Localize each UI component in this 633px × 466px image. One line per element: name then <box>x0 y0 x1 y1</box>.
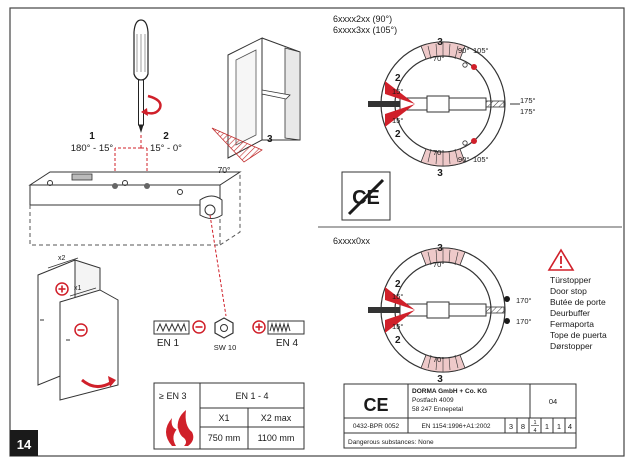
dial-bot-step2-bot: 2 <box>395 335 401 346</box>
plus-icon <box>55 282 69 296</box>
ce-class-4: 1 <box>545 422 549 431</box>
term-fr: Butée de porte <box>550 297 606 307</box>
step-1-range: 180° - 15° <box>71 143 114 154</box>
fire-en3-label: ≥ EN 3 <box>159 391 186 401</box>
dial-top-15-top: 15° <box>392 87 403 96</box>
adjustment-dial-top <box>368 41 520 167</box>
term-it: Fermaporta <box>550 319 594 329</box>
ce-class-2: 8 <box>521 422 525 431</box>
term-nl: Deurbuffer <box>550 308 590 318</box>
dial-top-175-b: 175° <box>520 107 536 116</box>
screwdriver-icon <box>133 19 149 133</box>
dial-top-step2-bot: 2 <box>395 129 401 140</box>
dial-top-70-top: 70° <box>433 54 444 63</box>
dial-bot-15-bot: 15° <box>392 322 403 331</box>
dial-bot-step3-top: 3 <box>437 243 443 254</box>
dial-top-105-bot: 105° <box>473 155 489 164</box>
no-ce-icon: CE <box>341 171 391 221</box>
x2-label: x2 <box>58 255 66 262</box>
term-en: Door stop <box>550 286 587 296</box>
dial-bot-15-top: 15° <box>392 292 403 301</box>
dial-top-90-top: 90° <box>458 46 469 55</box>
en1-label: EN 1 <box>157 338 180 349</box>
page-number-badge <box>10 430 38 456</box>
ce-standard: EN 1154:1996+A1:2002 <box>421 423 490 430</box>
step-3-angle: 70° <box>218 165 231 175</box>
dial-top-175-a: 175° <box>520 96 536 105</box>
warning-icon <box>547 248 575 271</box>
door-stop-terms: Türstopper Door stop Butée de porte Deur… <box>550 275 607 351</box>
ce-class-3b: 4 <box>533 428 536 434</box>
en4-label: EN 4 <box>276 338 299 349</box>
x1-label: x1 <box>74 285 82 292</box>
ce-class-5: 1 <box>557 422 561 431</box>
sw10-label: SW 10 <box>214 343 237 352</box>
sw10-leader <box>209 214 227 317</box>
ce-addr1: Postfach 4009 <box>412 397 454 404</box>
ce-year: 04 <box>549 397 557 406</box>
dial-top-step3-bot: 3 <box>437 168 443 179</box>
dial-top-step2-top: 2 <box>395 73 401 84</box>
fire-val-x2: 1100 mm <box>258 433 295 443</box>
dial-bot-170-a: 170° <box>516 296 532 305</box>
fire-range-label: EN 1 - 4 <box>235 391 268 401</box>
term-es: Tope de puerta <box>550 330 607 340</box>
fire-val-x1: 750 mm <box>208 433 241 443</box>
ce-dangerous: Dangerous substances: None <box>348 439 434 446</box>
door-swing-diagram <box>211 37 301 163</box>
term-de: Türstopper <box>550 275 591 285</box>
page-frame <box>9 7 625 457</box>
minus-icon <box>74 323 88 337</box>
swing-arrow-icon <box>81 376 116 388</box>
dial-top-70-bot: 70° <box>433 148 444 157</box>
dial-bot-step3-bot: 3 <box>437 374 443 385</box>
dial-top-105-top: 105° <box>473 46 489 55</box>
term-da: Dørstopper <box>550 341 593 351</box>
step-3-number: 3 <box>267 134 273 145</box>
spring-strength-en1 <box>153 320 190 335</box>
ce-mark: CE <box>363 395 388 415</box>
door-closer-body <box>28 171 242 246</box>
fire-rating-table <box>153 382 305 450</box>
minus-icon-en1 <box>192 320 206 334</box>
model-90-label: 6xxxx2xx (90°) <box>333 14 392 24</box>
spring-strength-en4 <box>267 320 305 335</box>
step-2-number: 2 <box>163 131 169 142</box>
dial-top-90-bot: 90° <box>458 155 469 164</box>
ce-label-box <box>343 383 577 449</box>
step-2-range: 15° - 0° <box>150 143 182 154</box>
adjustment-dial-bottom <box>368 247 510 373</box>
dial-top-step3-top: 3 <box>437 37 443 48</box>
ce-class-6: 4 <box>568 422 572 431</box>
ce-company: DORMA GmbH + Co. KG <box>412 388 487 395</box>
dial-top-15-bot: 15° <box>392 116 403 125</box>
model-105-label: 6xxxx3xx (105°) <box>333 25 397 35</box>
fire-col-x1: X1 <box>218 413 229 423</box>
page-number: 14 <box>17 437 32 452</box>
ce-addr2: 58 247 Ennepetal <box>412 406 464 413</box>
dial-bot-70-bot: 70° <box>433 355 444 364</box>
step-1-number: 1 <box>89 131 95 142</box>
dial-bot-step2-top: 2 <box>395 279 401 290</box>
hex-nut-icon <box>214 317 234 339</box>
dial-bot-70-top: 70° <box>433 260 444 269</box>
fire-col-x2: X2 max <box>261 413 292 423</box>
dial-bot-170-b: 170° <box>516 317 532 326</box>
model-0-label: 6xxxx0xx <box>333 236 371 246</box>
ce-class-1: 3 <box>509 422 513 431</box>
rotate-arrow-icon <box>141 94 162 116</box>
ce-class-3a: 1 <box>533 420 536 426</box>
ce-cert: 0432-BPR 0052 <box>353 423 400 430</box>
plus-icon-en4 <box>252 320 266 334</box>
